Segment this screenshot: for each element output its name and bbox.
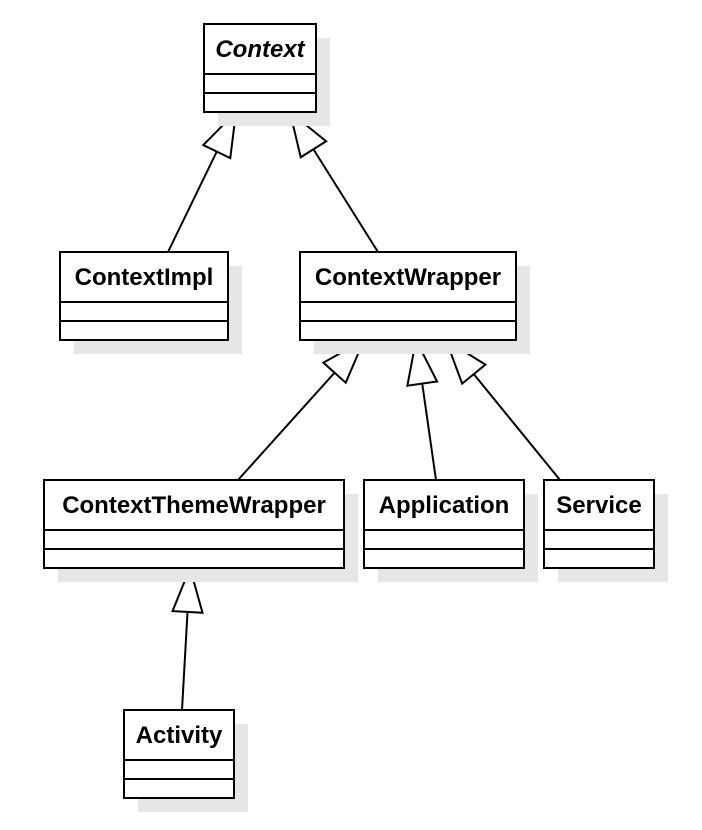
generalization-service-to-contextwrapper [444, 337, 561, 481]
generalization-line [237, 372, 336, 481]
class-frame [363, 479, 525, 569]
generalization-edges [167, 109, 561, 711]
class-frame [123, 709, 235, 799]
class-frame [59, 251, 229, 341]
generalization-contextthemewrapper-to-contextwrapper [237, 337, 367, 481]
class-box-contextimpl: ContextImpl [59, 251, 242, 354]
generalization-line [167, 151, 218, 253]
hollow-triangle-arrowhead [171, 564, 204, 614]
class-box-contextthemewrapper: ContextThemeWrapper [43, 479, 358, 582]
generalization-contextimpl-to-context [167, 109, 238, 253]
generalization-activity-to-contextthemewrapper [171, 564, 204, 711]
generalization-line [181, 611, 189, 711]
class-name: ContextThemeWrapper [62, 492, 326, 519]
class-name: ContextWrapper [315, 264, 501, 291]
class-name: Context [215, 36, 305, 63]
class-frame [43, 479, 345, 569]
generalization-line [421, 383, 437, 481]
class-box-context: Context [203, 23, 330, 126]
generalization-line [312, 148, 379, 253]
class-box-application: Application [363, 479, 538, 582]
class-name: ContextImpl [75, 264, 214, 291]
generalization-application-to-contextwrapper [406, 336, 439, 481]
class-name: Application [379, 492, 510, 519]
class-frame [203, 23, 317, 113]
class-box-contextwrapper: ContextWrapper [299, 251, 530, 354]
class-box-service: Service [543, 479, 668, 582]
class-frame [299, 251, 517, 341]
generalization-line [473, 373, 561, 481]
class-box-activity: Activity [123, 709, 248, 812]
generalization-contextwrapper-to-context [288, 109, 379, 253]
class-name: Service [556, 492, 641, 519]
class-frame [543, 479, 655, 569]
class-name: Activity [136, 722, 223, 749]
